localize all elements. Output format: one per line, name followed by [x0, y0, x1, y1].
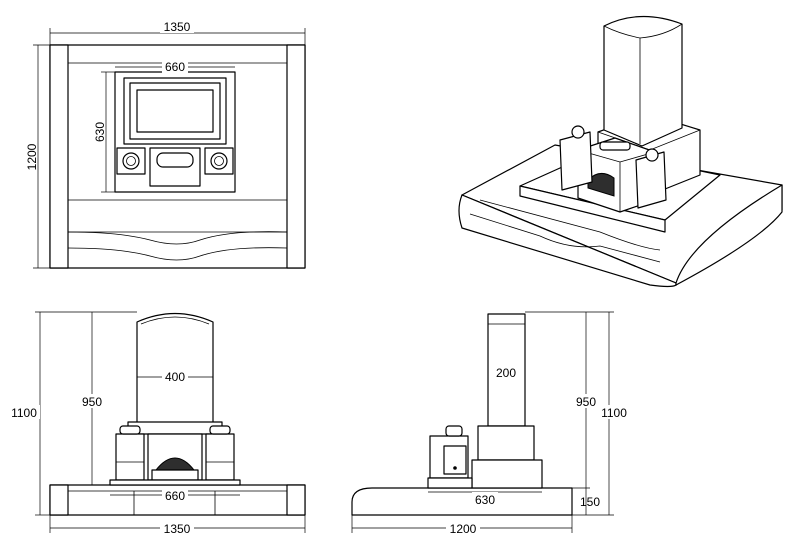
top-inner-depth-label: 630	[93, 122, 107, 142]
front-inner-width-label: 660	[165, 489, 185, 503]
front-view: 1100 950 400 660 1350	[8, 311, 306, 536]
side-base-height-label: 150	[580, 495, 600, 509]
top-inner-width-label: 660	[165, 60, 185, 74]
perspective-view	[458, 15, 783, 288]
side-inner-depth-label: 630	[475, 493, 495, 507]
front-base-width-label: 1350	[164, 522, 191, 536]
front-monument-height-label: 950	[82, 395, 102, 409]
side-view: 200 950 1100 630 150 1200	[351, 311, 630, 536]
top-depth-label: 1200	[25, 143, 39, 170]
top-view: 1350 1200 660 630	[25, 19, 306, 269]
top-width-label: 1350	[164, 20, 191, 34]
front-stone-width-label: 400	[165, 370, 185, 384]
side-base-depth-label: 1200	[450, 522, 477, 536]
front-total-height-label: 1100	[11, 406, 37, 420]
side-stone-depth-label: 200	[496, 366, 516, 380]
side-total-height-label: 1100	[601, 406, 627, 420]
side-monument-height-label: 950	[576, 395, 596, 409]
